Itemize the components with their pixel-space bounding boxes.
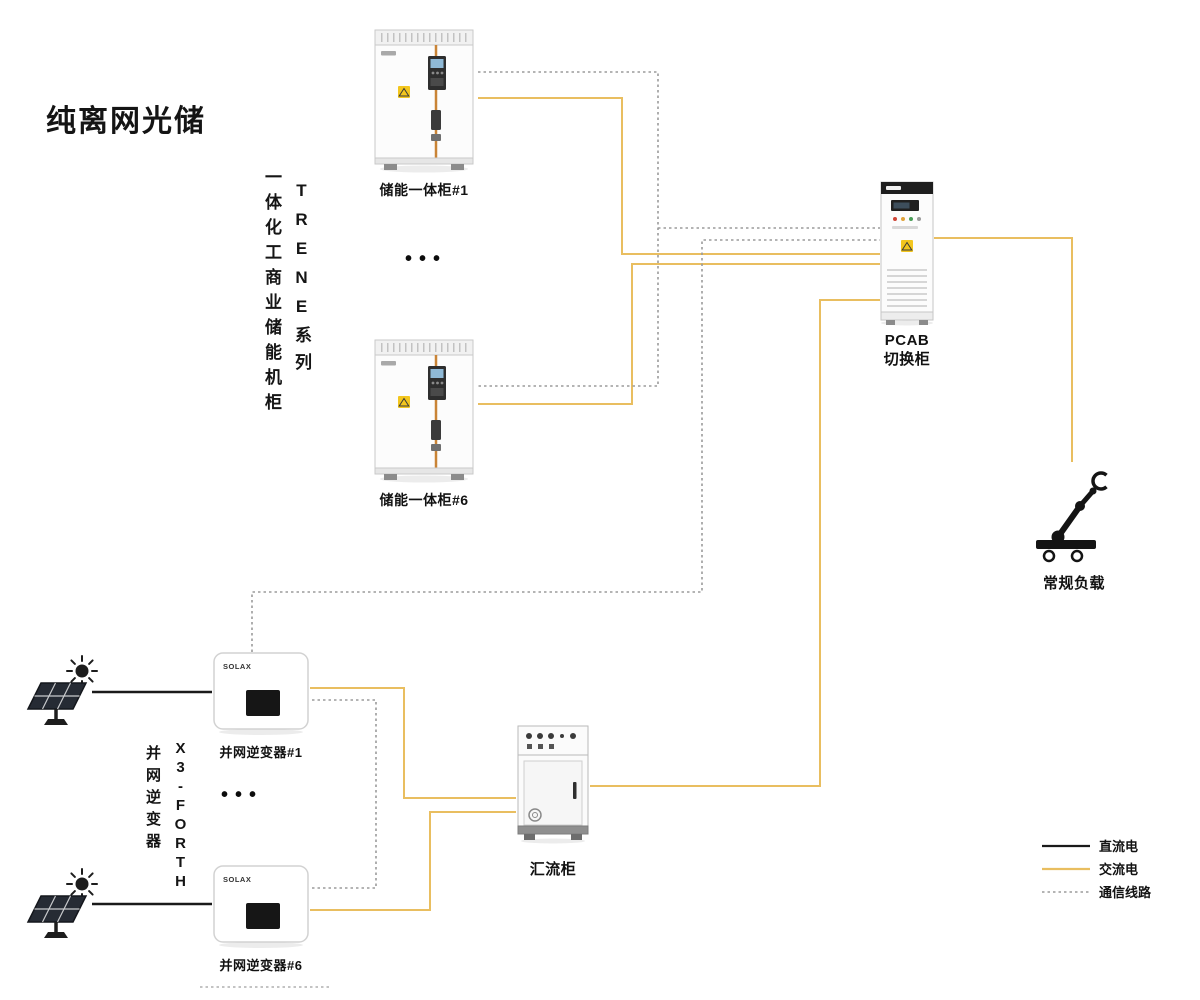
storage-group-label: TRENE系列 一体化工商业储能机柜 bbox=[256, 168, 316, 418]
pcab-label: PCAB 切换柜 bbox=[852, 332, 962, 370]
inverter-icon bbox=[210, 650, 312, 736]
comm-line-cabinet1-cabinet6 bbox=[478, 71, 659, 387]
combiner-cabinet bbox=[514, 722, 592, 844]
comm-line-inverters-pcab bbox=[251, 239, 880, 652]
legend-item-dc: 直流电 bbox=[1042, 834, 1151, 857]
legend-item-ac: 交流电 bbox=[1042, 857, 1151, 880]
pcab-label-name: PCAB bbox=[884, 332, 930, 349]
inverter-1-label: 并网逆变器#1 bbox=[219, 745, 303, 760]
comm-line-inverter6-inverter1 bbox=[312, 699, 377, 889]
inverter-series-label: X3-FORTH bbox=[172, 740, 189, 892]
regular-load-label: 常规负载 bbox=[1042, 575, 1105, 592]
ac-line-inverter6-combiner bbox=[310, 811, 516, 911]
comm-line-sample bbox=[1042, 890, 1090, 893]
dc-line-sample bbox=[1042, 844, 1090, 847]
inverter-1 bbox=[210, 650, 312, 736]
ac-line-cabinet1-pcab bbox=[478, 97, 880, 255]
legend-comm-label: 通信线路 bbox=[1099, 885, 1152, 900]
storage-series-label: TRENE系列 bbox=[292, 181, 311, 380]
ac-line-cabinet6-pcab bbox=[478, 263, 880, 405]
inverter-group-label: X3-FORTH 并网逆变器 bbox=[138, 740, 194, 892]
inverter-6-label: 并网逆变器#6 bbox=[219, 958, 303, 973]
solar-panel-icon bbox=[22, 868, 100, 946]
pcab-label-type: 切换柜 bbox=[883, 350, 931, 368]
ac-line-pcab-load bbox=[934, 237, 1073, 462]
regular-load bbox=[1030, 466, 1118, 566]
storage-name-label: 一体化工商业储能机柜 bbox=[262, 168, 281, 418]
ac-line-combiner-pcab bbox=[590, 299, 880, 787]
storage-cabinet-icon bbox=[368, 332, 480, 484]
storage-cabinet-6-label: 储能一体柜#6 bbox=[379, 492, 469, 508]
diagram-title: 纯离网光储 bbox=[46, 105, 206, 138]
robot-arm-icon bbox=[1036, 471, 1111, 563]
inverter-ellipsis: ••• bbox=[220, 784, 263, 806]
legend-item-comm: 通信线路 bbox=[1042, 880, 1151, 903]
inverter-icon bbox=[210, 863, 312, 949]
inverter-6 bbox=[210, 863, 312, 949]
pcab-cabinet bbox=[878, 178, 936, 326]
storage-ellipsis: ••• bbox=[404, 248, 447, 270]
inverter-name-label: 并网逆变器 bbox=[144, 745, 161, 855]
solar-panel-icon bbox=[22, 655, 100, 733]
storage-cabinet-1 bbox=[368, 22, 480, 174]
pcab-cabinet-icon bbox=[880, 181, 934, 326]
legend-dc-label: 直流电 bbox=[1099, 839, 1139, 854]
combiner-label: 汇流柜 bbox=[529, 861, 577, 878]
pv-array-1 bbox=[22, 655, 100, 733]
ac-line-sample bbox=[1042, 867, 1090, 870]
pv-array-2 bbox=[22, 868, 100, 946]
legend-ac-label: 交流电 bbox=[1099, 862, 1139, 877]
legend: 直流电 交流电 通信线路 bbox=[1042, 834, 1151, 903]
combiner-cabinet-icon bbox=[517, 725, 589, 844]
storage-cabinet-6 bbox=[368, 332, 480, 484]
storage-cabinet-1-label: 储能一体柜#1 bbox=[379, 182, 469, 198]
ac-line-inverter1-combiner bbox=[310, 687, 516, 799]
storage-cabinet-icon bbox=[368, 22, 480, 174]
